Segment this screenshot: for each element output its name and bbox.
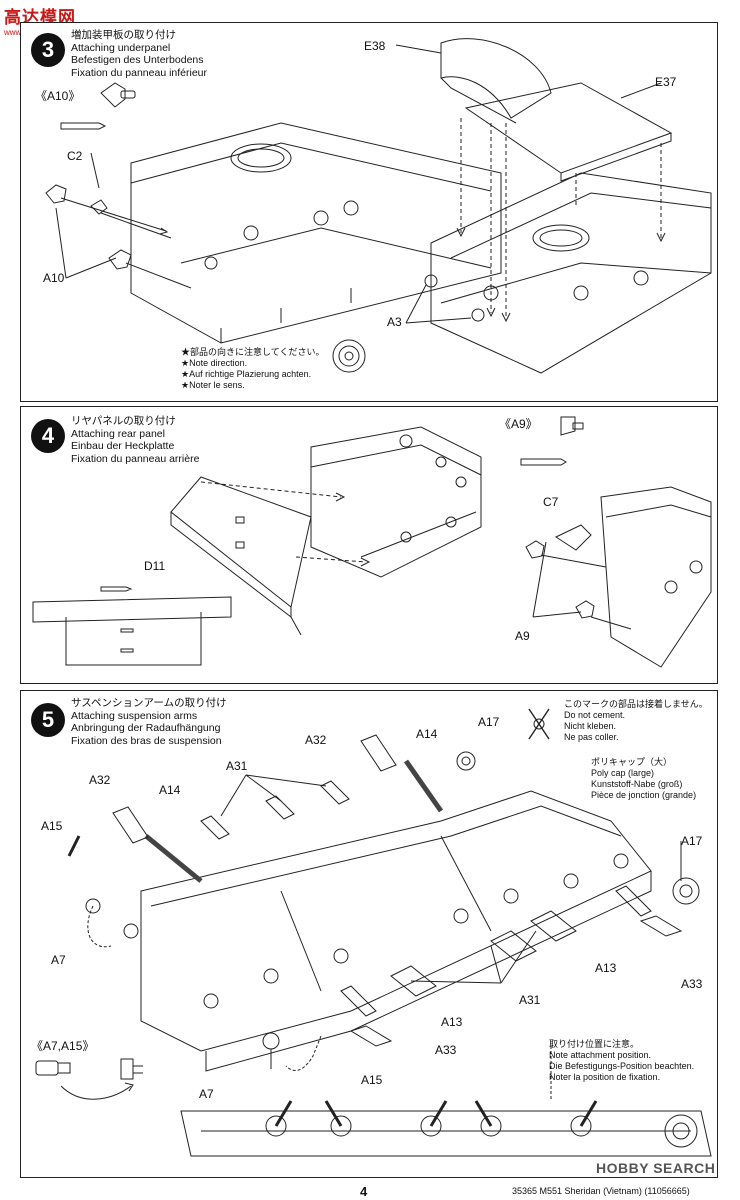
label-a13-lower: A13 [441, 1015, 463, 1029]
step-4-title: リヤパネルの取り付け Attaching rear panel Einbau d… [71, 415, 199, 465]
step-5-title-de: Anbringung der Radaufhängung [71, 722, 221, 734]
note-jp: ★部品の向きに注意してください。 [181, 347, 325, 357]
label-a14-upper: A14 [416, 727, 438, 741]
label-c2: C2 [67, 149, 83, 163]
position-note-jp: 取り付け位置に注意。 [549, 1039, 640, 1049]
step-3-title: 増加装甲板の取り付け Attaching underpanel Befestig… [71, 29, 207, 79]
label-a10: A10 [43, 271, 65, 285]
label-a7-lower: A7 [199, 1087, 214, 1101]
step-5-number: 5 [31, 703, 65, 737]
polycap-note: ポリキャップ（大） Poly cap (large) Kunststoff-Na… [591, 757, 696, 801]
step-5-title-fr: Fixation des bras de suspension [71, 734, 222, 747]
label-a14-left: A14 [159, 783, 181, 797]
label-a9: A9 [515, 629, 530, 643]
label-a32-upper: A32 [305, 733, 327, 747]
step-5-drawing [35, 708, 712, 1157]
label-a33-right: A33 [681, 977, 703, 991]
label-a15-left: A15 [41, 819, 63, 833]
label-a17-right: A17 [681, 834, 703, 848]
note-de: ★Auf richtige Plazierung achten. [181, 369, 312, 379]
step-3-direction-note: ★部品の向きに注意してください。 ★Note direction. ★Auf r… [181, 347, 324, 391]
step-4-title-en: Attaching rear panel [71, 427, 165, 440]
attachment-position-note: 取り付け位置に注意。 Note attachment position. Die… [549, 1039, 694, 1083]
note-en: ★Note direction. [181, 358, 248, 368]
label-a15-lower: A15 [361, 1073, 383, 1087]
label-e38: E38 [364, 39, 386, 53]
product-code: 35365 M551 Sheridan (Vietnam) (11056665) [512, 1186, 690, 1196]
no-cement-note: このマークの部品は接着しません。 Do not cement. Nicht kl… [564, 699, 708, 743]
step-3-drawing [45, 38, 712, 374]
position-note-fr: Noter la position de fixation. [549, 1072, 661, 1082]
note-fr: ★Noter le sens. [181, 380, 245, 390]
label-a31-upper: A31 [226, 759, 248, 773]
step-3-title-jp: 増加装甲板の取り付け [71, 29, 176, 41]
label-a7-left: A7 [51, 953, 66, 967]
step-5-inset-label: 《A7,A15》 [31, 1039, 95, 1053]
polycap-de: Kunststoff-Nabe (groß) [591, 779, 683, 789]
label-c7: C7 [543, 495, 559, 509]
label-d11: D11 [144, 559, 166, 573]
step-4-panel: 4 リヤパネルの取り付け Attaching rear panel Einbau… [20, 406, 718, 684]
step-5-title: サスペンションアームの取り付け Attaching suspension arm… [71, 697, 227, 747]
no-cement-fr: Ne pas coller. [564, 732, 619, 742]
step-4-inset-label: 《A9》 [499, 417, 538, 431]
step-5-panel: 5 サスペンションアームの取り付け Attaching suspension a… [20, 690, 718, 1178]
step-4-title-de: Einbau der Heckplatte [71, 440, 175, 452]
no-cement-en: Do not cement. [564, 710, 626, 720]
step-3-number: 3 [31, 33, 65, 67]
step-3-title-en: Attaching underpanel [71, 41, 171, 54]
step-3-title-de: Befestigen des Unterbodens [71, 54, 204, 66]
polycap-jp: ポリキャップ（大） [591, 757, 673, 767]
step-4-title-jp: リヤパネルの取り付け [71, 415, 176, 427]
polycap-fr: Pièce de jonction (grande) [591, 790, 697, 800]
step-4-number: 4 [31, 419, 65, 453]
step-4-title-fr: Fixation du panneau arrière [71, 452, 200, 465]
step-5-title-jp: サスペンションアームの取り付け [71, 697, 227, 709]
page-number: 4 [360, 1184, 368, 1199]
position-note-de: Die Befestigungs-Position beachten. [549, 1061, 695, 1071]
step-3-inset-label: 《A10》 [35, 89, 81, 103]
position-note-en: Note attachment position. [549, 1050, 652, 1060]
step-3-title-fr: Fixation du panneau inférieur [71, 66, 208, 79]
no-cement-jp: このマークの部品は接着しません。 [564, 699, 708, 709]
label-e37: E37 [655, 75, 677, 89]
watermark-hobby-search: HOBBY SEARCH [596, 1160, 716, 1176]
step-3-panel: 3 増加装甲板の取り付け Attaching underpanel Befest… [20, 22, 718, 402]
label-a32-left: A32 [89, 773, 111, 787]
label-a31-lower: A31 [519, 993, 541, 1007]
polycap-en: Poly cap (large) [591, 768, 655, 778]
label-a17-upper: A17 [478, 715, 500, 729]
label-a13-right: A13 [595, 961, 617, 975]
no-cement-de: Nicht kleben. [564, 721, 617, 731]
step-4-drawing [32, 416, 712, 668]
label-a33-lower: A33 [435, 1043, 457, 1057]
label-a3: A3 [387, 315, 402, 329]
step-5-title-en: Attaching suspension arms [71, 709, 198, 722]
